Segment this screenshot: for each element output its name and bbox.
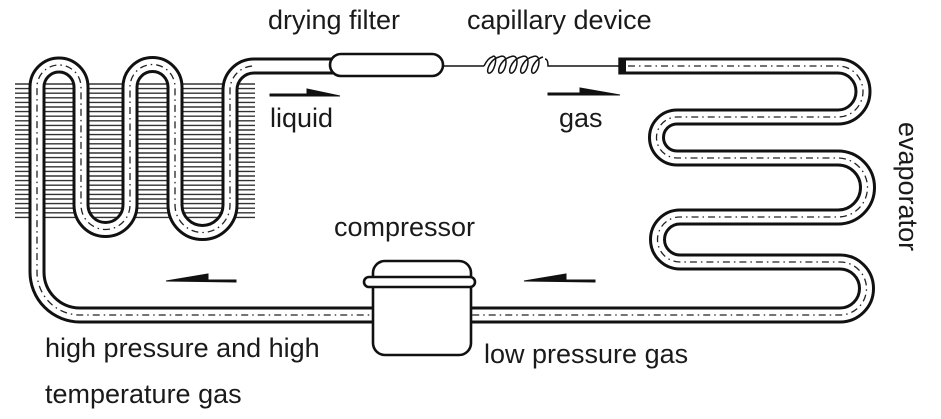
liquid-label: liquid: [270, 103, 333, 133]
coil-loops: [483, 55, 544, 74]
capillary-wire: [443, 58, 620, 67]
liquid-flow-arrow: [269, 88, 341, 97]
capillary-coil: [483, 55, 544, 74]
evaporator-label: evaporator: [893, 122, 923, 251]
compressor-band: [362, 275, 477, 289]
compressor-body: [371, 259, 473, 357]
high-pressure-label-line2: temperature gas: [45, 379, 242, 409]
high-pressure-label-line1: high pressure and high: [45, 333, 320, 363]
capillary-device-label: capillary device: [467, 5, 652, 35]
refrigerant-tube: [28, 56, 876, 324]
capillary-device: [443, 55, 620, 74]
compressor: [362, 259, 477, 357]
drying-filter: [328, 52, 445, 78]
compressor-label: compressor: [334, 212, 475, 242]
high-pressure-flow-arrow: [165, 273, 237, 283]
tube-centerline: [36, 63, 869, 316]
low-pressure-flow-arrow: [523, 273, 596, 283]
gas-label: gas: [559, 103, 603, 133]
drying-filter-label: drying filter: [268, 5, 400, 35]
gas-flow-arrow: [547, 87, 621, 96]
low-pressure-gas-label: low pressure gas: [484, 339, 688, 369]
